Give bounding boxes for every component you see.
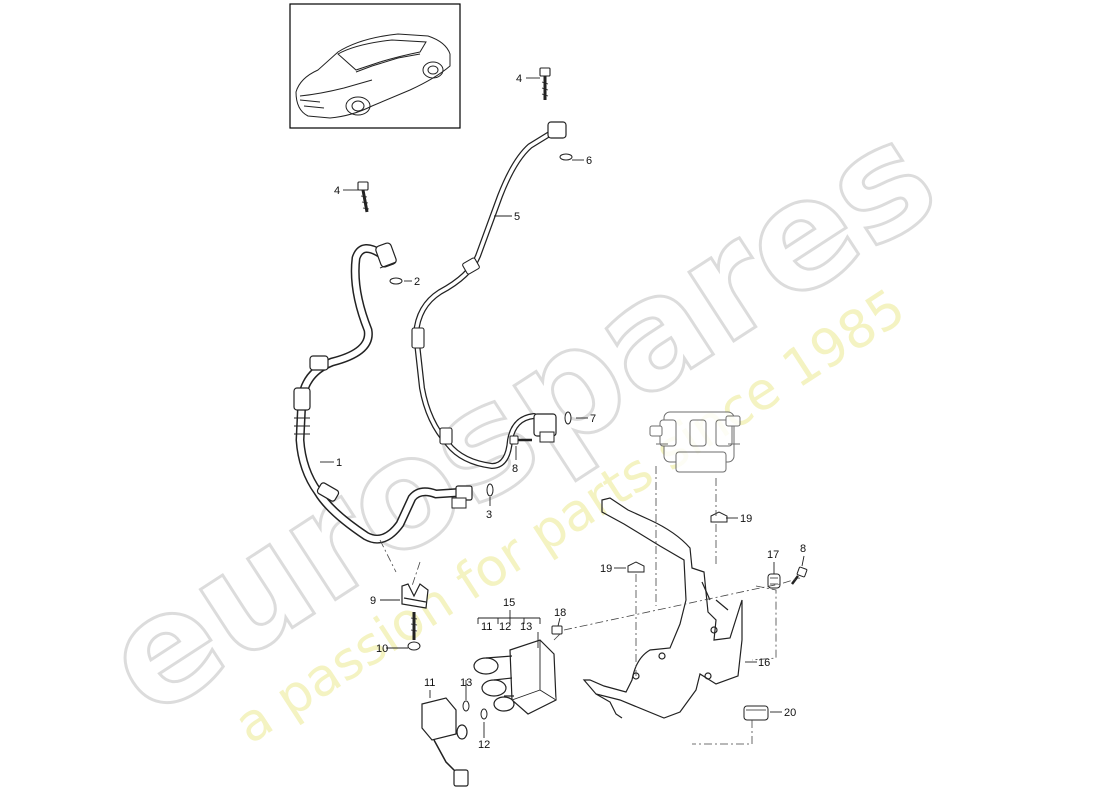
callout-11: 11 bbox=[424, 677, 435, 689]
callout-6: 6 bbox=[586, 155, 592, 167]
guide-lines bbox=[379, 466, 801, 745]
callout-19-lower: 19 bbox=[600, 563, 612, 575]
seal-7 bbox=[564, 411, 572, 425]
seal-6 bbox=[559, 153, 573, 161]
callout-18: 18 bbox=[554, 607, 566, 619]
vehicle-thumbnail bbox=[289, 3, 461, 129]
bolt-10 bbox=[407, 612, 421, 651]
callout-4-left: 4 bbox=[334, 185, 340, 197]
grommet-19-lower bbox=[627, 561, 645, 573]
bolt-4-top bbox=[539, 67, 551, 100]
callout-1: 1 bbox=[336, 457, 342, 469]
callout-2: 2 bbox=[414, 276, 420, 288]
callout-8-sensor: 8 bbox=[512, 463, 518, 475]
bracket-16 bbox=[582, 497, 743, 719]
valve-unit-15 bbox=[473, 639, 557, 715]
car-icon bbox=[295, 33, 451, 119]
seal-2 bbox=[389, 277, 403, 285]
hose-1 bbox=[293, 242, 473, 544]
callout-16: 16 bbox=[758, 657, 770, 669]
grommet-19-upper bbox=[710, 511, 728, 523]
bolt-4-left bbox=[357, 181, 370, 213]
bolt-8-bracket bbox=[791, 566, 808, 585]
seal-12 bbox=[480, 708, 488, 720]
cap-20 bbox=[743, 705, 769, 721]
callout-7: 7 bbox=[590, 413, 596, 425]
bolt-8-sensor bbox=[509, 435, 532, 445]
callout-12: 12 bbox=[478, 739, 490, 751]
callout-5: 5 bbox=[514, 211, 520, 223]
callout-3: 3 bbox=[486, 509, 492, 521]
callouts: 4 4 5 6 2 7 8 3 1 9 10 19 19 17 8 18 15 … bbox=[334, 73, 806, 751]
callout-11-group: 11 bbox=[481, 621, 492, 633]
callout-12-group: 12 bbox=[499, 621, 511, 633]
leader-lines bbox=[320, 77, 805, 738]
seal-3 bbox=[486, 483, 494, 497]
callout-13: 13 bbox=[460, 677, 472, 689]
callout-10: 10 bbox=[376, 643, 388, 655]
callout-17: 17 bbox=[767, 549, 779, 561]
callout-15: 15 bbox=[503, 597, 515, 609]
clip-9 bbox=[401, 583, 429, 609]
callout-20: 20 bbox=[784, 707, 796, 719]
valve-assembly bbox=[649, 411, 741, 473]
callout-8-bracket: 8 bbox=[800, 543, 806, 555]
callout-9: 9 bbox=[370, 595, 376, 607]
actuator-11 bbox=[421, 697, 469, 787]
grommet-17 bbox=[767, 573, 781, 589]
pin-18 bbox=[551, 625, 563, 635]
callout-19-upper: 19 bbox=[740, 513, 752, 525]
callout-4-top: 4 bbox=[516, 73, 522, 85]
seal-13-lower bbox=[462, 700, 470, 712]
callout-13-group: 13 bbox=[520, 621, 532, 633]
